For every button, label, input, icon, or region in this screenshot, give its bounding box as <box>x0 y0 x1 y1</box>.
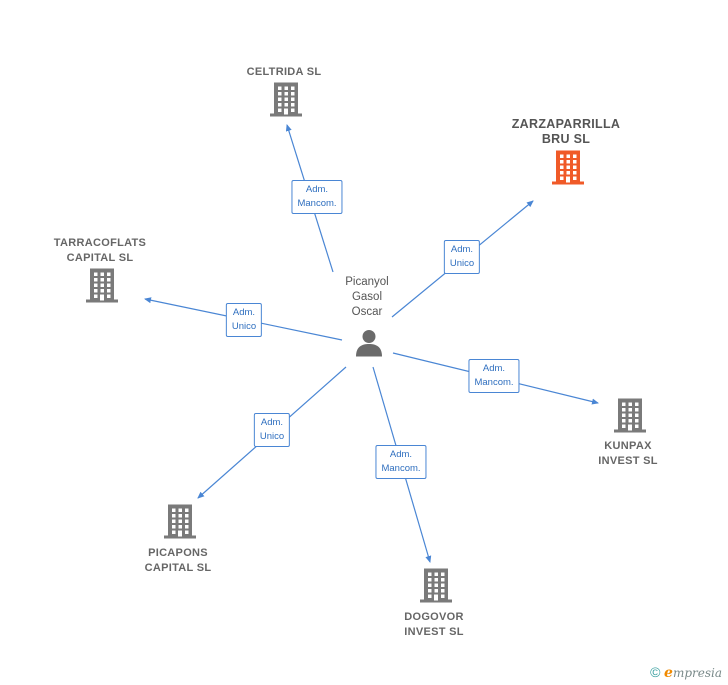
company-name-line: CAPITAL SL <box>144 562 212 574</box>
role-label-line: Unico <box>259 431 285 442</box>
company-name-celtrida[interactable]: CELTRIDA SL <box>247 65 322 80</box>
copyright-symbol: © <box>650 664 661 680</box>
role-label-zarzaparrilla[interactable]: Adm. Unico <box>443 240 481 274</box>
company-name-dogovor[interactable]: DOGOVOR INVEST SL <box>404 610 464 640</box>
role-label-celtrida[interactable]: Adm. Mancom. <box>291 180 343 214</box>
role-label-line: Adm. <box>482 363 506 374</box>
building-icon[interactable] <box>613 398 647 439</box>
company-name-line: BRU SL <box>541 132 591 146</box>
footer-brand: © empresia <box>650 664 722 681</box>
person-name-line-3: Oscar <box>351 306 383 318</box>
building-icon[interactable] <box>85 268 119 309</box>
role-label-line: Mancom. <box>381 463 421 474</box>
role-label-line: Unico <box>449 258 475 269</box>
role-label-line: Adm. <box>389 449 413 460</box>
role-label-line: Mancom. <box>297 198 337 209</box>
company-name-line: INVEST SL <box>404 626 464 638</box>
company-name-picapons[interactable]: PICAPONS CAPITAL SL <box>145 546 212 576</box>
building-icon[interactable] <box>269 82 303 123</box>
role-label-picapons[interactable]: Adm. Unico <box>253 413 291 447</box>
building-icon[interactable] <box>163 504 197 545</box>
role-label-dogovor[interactable]: Adm. Mancom. <box>375 445 427 479</box>
building-icon[interactable] <box>419 568 453 609</box>
company-name-line: TARRACOFLATS <box>53 237 147 249</box>
role-label-line: Adm. <box>232 307 256 318</box>
company-name-kunpax[interactable]: KUNPAX INVEST SL <box>598 439 658 469</box>
person-name-line-2: Gasol <box>351 291 383 303</box>
company-name-line: KUNPAX <box>604 440 652 452</box>
company-name-line: INVEST SL <box>598 455 658 467</box>
building-icon[interactable] <box>551 150 585 191</box>
role-label-tarracoflats[interactable]: Adm. Unico <box>225 303 263 337</box>
company-name-line: CAPITAL SL <box>66 252 134 264</box>
role-label-line: Mancom. <box>474 377 514 388</box>
company-name-tarracoflats[interactable]: TARRACOFLATS CAPITAL SL <box>54 236 146 266</box>
company-name-line: CELTRIDA SL <box>246 66 322 78</box>
role-label-line: Adm. <box>260 417 284 428</box>
role-label-line: Adm. <box>450 244 474 255</box>
role-label-line: Adm. <box>305 184 329 195</box>
company-name-line: ZARZAPARRILLA <box>511 117 621 131</box>
person-icon[interactable] <box>354 328 384 363</box>
person-name[interactable]: Picanyol Gasol Oscar <box>345 275 388 320</box>
company-name-line: DOGOVOR <box>404 611 464 623</box>
role-label-kunpax[interactable]: Adm. Mancom. <box>468 359 520 393</box>
person-name-line-1: Picanyol <box>345 276 389 288</box>
company-name-line: PICAPONS <box>148 547 208 559</box>
brand-logo-initial: e <box>664 665 673 681</box>
role-label-line: Unico <box>231 321 257 332</box>
brand-logo-text: mpresia <box>672 666 722 680</box>
